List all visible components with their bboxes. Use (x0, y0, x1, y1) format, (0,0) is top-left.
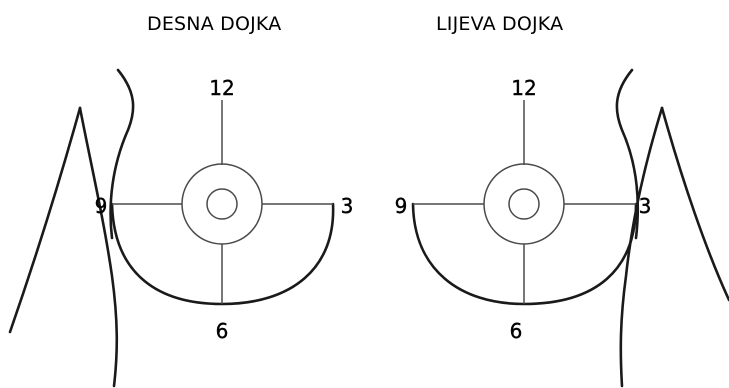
left-breast-label-9: 9 (395, 194, 408, 218)
left-arm-outline (660, 106, 729, 302)
left-breast-label-6: 6 (510, 319, 523, 343)
left-areola (483, 163, 565, 245)
right-breast-title: DESNA DOJKA (147, 13, 282, 35)
right-breast-label-9: 9 (95, 194, 108, 218)
right-arm-outline (8, 106, 82, 334)
right-body-outline (78, 106, 119, 388)
right-nipple (206, 188, 238, 220)
left-nipple (508, 188, 540, 220)
right-breast-label-3: 3 (341, 194, 354, 218)
right-breast-label-12: 12 (209, 76, 234, 100)
left-body-outline (619, 106, 664, 388)
right-breast-label-6: 6 (216, 319, 229, 343)
right-neck-curve (109, 68, 135, 240)
right-areola (181, 163, 263, 245)
left-neck-curve (615, 68, 640, 240)
left-breast-title: LIJEVA DOJKA (436, 13, 564, 35)
left-breast-label-3: 3 (639, 194, 652, 218)
left-breast-label-12: 12 (511, 76, 536, 100)
